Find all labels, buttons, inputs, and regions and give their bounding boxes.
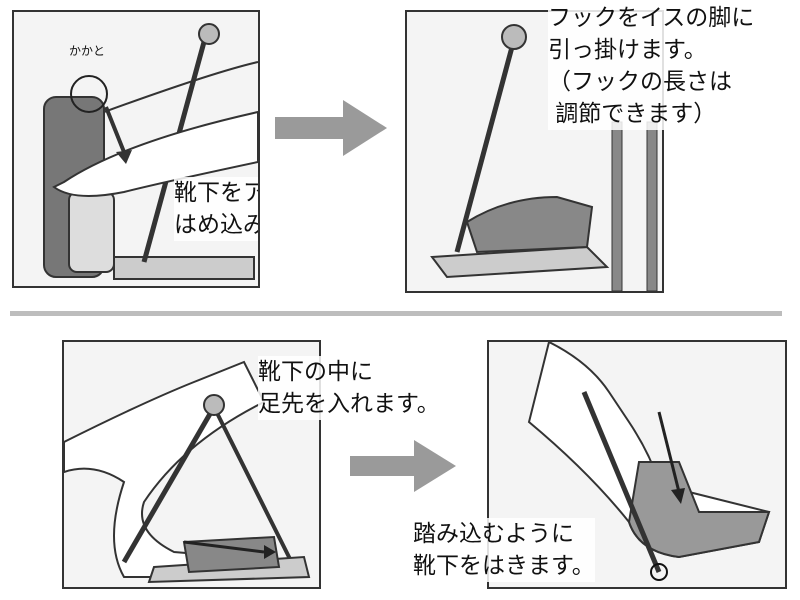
step4-caption: 踏み込むように 靴下をはきます。: [413, 518, 595, 582]
arrow-right-icon: [350, 440, 456, 492]
arrow-right-icon: [275, 100, 387, 156]
step1-caption: 靴下をアームに はめ込みます。: [174, 177, 258, 241]
step2-caption: フックをイスの脚に 引っ掛けます。 （フックの長さは 調節できます）: [548, 2, 755, 130]
pull-on-sock-illustration: [527, 342, 771, 581]
step4-illustration: [487, 340, 787, 589]
step1-illustration: かかと 靴下をアームに はめ込みます。: [12, 10, 260, 288]
section-divider: [10, 311, 782, 316]
heel-label: かかと: [69, 44, 106, 58]
hook-on-chair-illustration: [430, 24, 658, 291]
step3-caption: 靴下の中に 足先を入れます。: [258, 356, 440, 420]
sock-aid-arm-illustration: [43, 23, 258, 280]
foot-into-sock-illustration: [64, 360, 311, 584]
